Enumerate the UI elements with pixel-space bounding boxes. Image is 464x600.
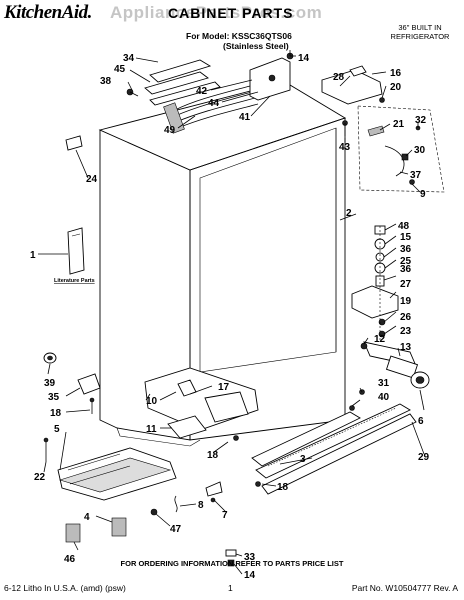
part-label-35: 35 [48, 392, 60, 403]
part-label-36-b: 36 [400, 264, 412, 275]
part-label-41: 41 [239, 112, 251, 123]
wire-harness [163, 85, 259, 134]
literature-parts-label: Literature Parts [54, 278, 95, 284]
part-label-7: 7 [222, 510, 228, 521]
part-label-28: 28 [333, 72, 345, 83]
part-label-6: 6 [418, 416, 424, 427]
front-roller [360, 341, 430, 389]
base-frame [43, 437, 223, 543]
part-label-8: 8 [198, 500, 204, 511]
part-label-33: 33 [244, 552, 256, 563]
part-label-46: 46 [64, 554, 76, 565]
upper-hinge-plate [321, 65, 385, 105]
brand-logo: KitchenAid. [4, 2, 92, 23]
part-label-32: 32 [415, 115, 427, 126]
part-label-5: 5 [54, 424, 60, 435]
part-label-26: 26 [400, 312, 412, 323]
part-label-43: 43 [339, 142, 351, 153]
left-small-parts [43, 352, 101, 414]
part-label-22: 22 [34, 472, 46, 483]
part-label-48: 48 [398, 221, 410, 232]
center-base-components [144, 367, 259, 441]
part-label-19: 19 [400, 296, 412, 307]
part-label-17: 17 [218, 382, 230, 393]
print-info: 6-12 Litho In U.S.A. (amd) (psw) [4, 583, 126, 593]
part-label-36-a: 36 [400, 244, 412, 255]
page-title: CABINET PARTS [168, 5, 294, 21]
part-number: Part No. W10504777 Rev. A [351, 583, 458, 593]
part-label-31: 31 [378, 378, 390, 389]
part-label-47: 47 [170, 524, 182, 535]
part-label-49: 49 [164, 125, 176, 136]
part-label-40: 40 [378, 392, 390, 403]
part-label-25: 25 [400, 256, 412, 267]
part-labels: 34 45 38 14 42 44 41 49 28 16 20 43 24 2… [30, 53, 430, 581]
part-label-23: 23 [400, 326, 412, 337]
part-label-34: 34 [123, 53, 135, 64]
category-line-1: 36" BUILT IN [398, 23, 442, 32]
cabinet-shell [98, 81, 347, 447]
part-label-27: 27 [400, 279, 412, 290]
part-label-4: 4 [84, 512, 90, 523]
top-hinge-bracket [249, 50, 294, 101]
part-label-11: 11 [146, 424, 157, 435]
watermark: AppliancePartsPros.com [110, 3, 323, 22]
ordering-note: FOR ORDERING INFORMATION REFER TO PARTS … [120, 559, 344, 568]
part-label-44: 44 [208, 98, 220, 109]
part-label-16: 16 [390, 68, 402, 79]
part-label-14-top: 14 [298, 53, 310, 64]
category-line-2: REFRIGERATOR [390, 32, 450, 41]
part-label-1: 1 [30, 250, 36, 261]
part-label-10: 10 [146, 396, 158, 407]
part-label-24: 24 [86, 174, 98, 185]
part-label-20: 20 [390, 82, 402, 93]
lower-hinge-stack [351, 225, 399, 340]
part-label-39: 39 [44, 378, 56, 389]
kickplate-assembly [251, 389, 417, 495]
leader-lines [38, 55, 425, 575]
part-label-29: 29 [418, 452, 430, 463]
part-label-15: 15 [400, 232, 412, 243]
part-label-42: 42 [196, 86, 208, 97]
literature-parts [67, 227, 85, 275]
part-label-38: 38 [100, 76, 112, 87]
part-label-18-left: 18 [50, 408, 62, 419]
part-label-18-center: 18 [207, 450, 219, 461]
part-label-45: 45 [114, 64, 126, 75]
upper-detail-inset [357, 105, 445, 193]
part-label-14-bottom: 14 [244, 570, 256, 581]
variant-line: (Stainless Steel) [223, 41, 289, 51]
part-label-2: 2 [346, 208, 352, 219]
part-label-9: 9 [420, 189, 426, 200]
part-label-18-right: 18 [277, 482, 289, 493]
part-label-13: 13 [400, 342, 412, 353]
top-brackets [126, 59, 221, 106]
part-label-30: 30 [414, 145, 426, 156]
screw-14-bottom [227, 559, 235, 567]
screw-33 [225, 549, 237, 557]
page-number: 1 [228, 583, 233, 593]
model-line: For Model: KSSC36QTS06 [186, 31, 292, 41]
part-label-3: 3 [300, 454, 306, 465]
clip-24 [65, 135, 83, 151]
part-label-37: 37 [410, 170, 422, 181]
part-label-12: 12 [374, 334, 386, 345]
part-label-21: 21 [393, 119, 405, 130]
